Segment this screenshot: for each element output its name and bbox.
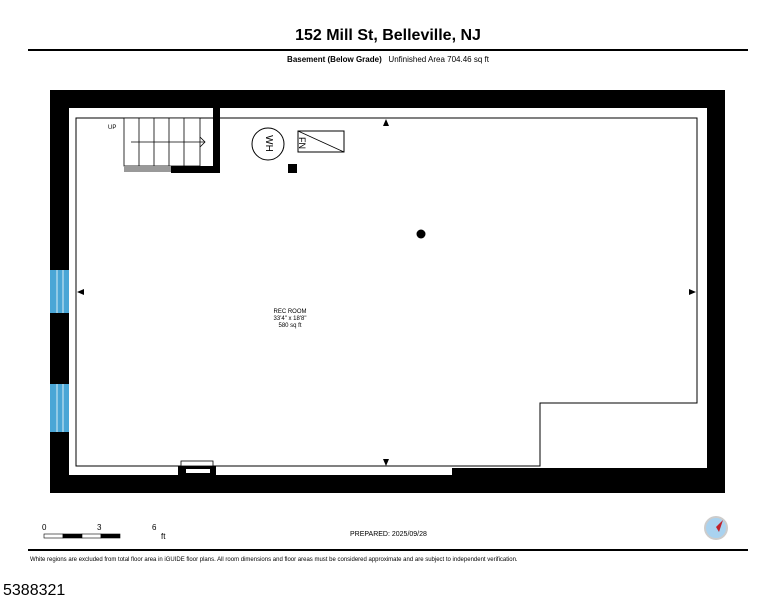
page-title: 152 Mill St, Belleville, NJ [295, 27, 481, 44]
scale-unit: ft [161, 532, 166, 541]
room-area: 580 sq ft [278, 323, 302, 329]
disclaimer: White regions are excluded from total fl… [30, 557, 518, 563]
floor-drain [416, 229, 426, 239]
stairs-up-label: UP [108, 125, 117, 131]
window-left-1 [50, 270, 69, 313]
room-dimensions: 33'4" x 18'8" [273, 316, 307, 322]
column-post [288, 164, 297, 173]
water-heater-icon [251, 127, 285, 161]
room-name: REC ROOM [273, 309, 307, 315]
prepared-date: PREPARED: 2025/09/28 [350, 531, 427, 538]
dimension-arrows [77, 119, 696, 466]
stairs [123, 117, 206, 167]
level-info: Basement (Below Grade) Unfinished Area 7… [0, 55, 776, 64]
scale-tick-0: 0 [42, 523, 47, 532]
scale-tick-6: 6 [152, 523, 157, 532]
rec-room-outline [75, 117, 698, 467]
stair-landing [124, 166, 171, 172]
stair-wall [171, 108, 220, 173]
window-left-2 [50, 384, 69, 432]
water-heater-label: WH [262, 135, 274, 152]
listing-id: 5388321 [3, 582, 66, 599]
room-label: REC ROOM 33'4" x 18'8" 580 sq ft [250, 309, 330, 330]
furnace-label: FN [297, 137, 307, 149]
compass-icon [704, 516, 728, 540]
level-name: Basement (Below Grade) [287, 55, 382, 64]
scale-bar [43, 533, 121, 539]
level-area: Unfinished Area 704.46 sq ft [388, 55, 489, 64]
scale-tick-3: 3 [97, 523, 102, 532]
